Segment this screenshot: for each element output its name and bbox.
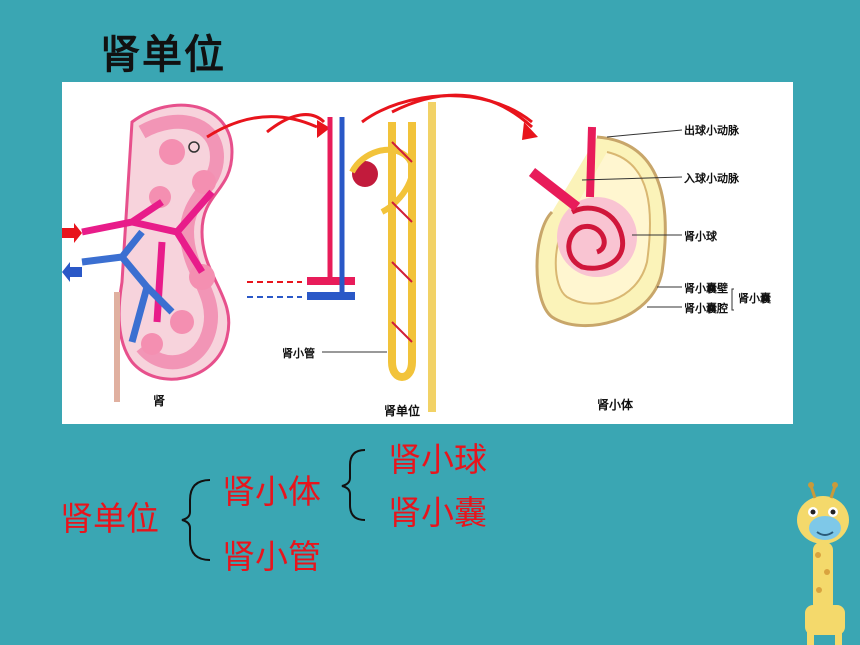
caption-renal-corpuscle: 肾小体 <box>597 398 634 412</box>
figure-drawing <box>62 93 734 412</box>
slide-title: 肾单位 <box>100 32 226 78</box>
flow-arrows <box>247 281 302 298</box>
nephron-figure: 出球小动脉 入球小动脉 肾小球 肾小囊壁 肾小囊腔 肾小囊 肾小管 肾 肾单位 … <box>62 82 793 424</box>
caption-nephron: 肾单位 <box>384 404 421 418</box>
giraffe-decoration <box>797 482 849 645</box>
kidney-illustration <box>62 103 326 402</box>
tree-leaf-capsule: 肾小囊 <box>388 493 487 532</box>
tree-branch-tubule: 肾小管 <box>222 537 321 576</box>
bracket-root <box>181 479 211 561</box>
tree-root: 肾单位 <box>60 499 159 538</box>
renal-corpuscle-illustration <box>528 126 734 328</box>
tree-leaf-glomerulus: 肾小球 <box>388 440 487 479</box>
label-afferent-arteriole: 入球小动脉 <box>684 172 739 185</box>
label-glomerulus: 肾小球 <box>684 230 717 243</box>
label-capsule: 肾小囊 <box>738 292 771 305</box>
label-capsule-wall: 肾小囊壁 <box>684 282 728 295</box>
caption-kidney: 肾 <box>153 394 166 408</box>
label-tubule: 肾小管 <box>282 347 315 360</box>
label-efferent-arteriole: 出球小动脉 <box>684 124 739 137</box>
label-capsule-cavity: 肾小囊腔 <box>684 302 728 315</box>
tree-branch-renal-corpuscle: 肾小体 <box>222 472 321 511</box>
bracket-renal-corpuscle <box>341 449 366 521</box>
nephron-illustration <box>307 94 533 412</box>
